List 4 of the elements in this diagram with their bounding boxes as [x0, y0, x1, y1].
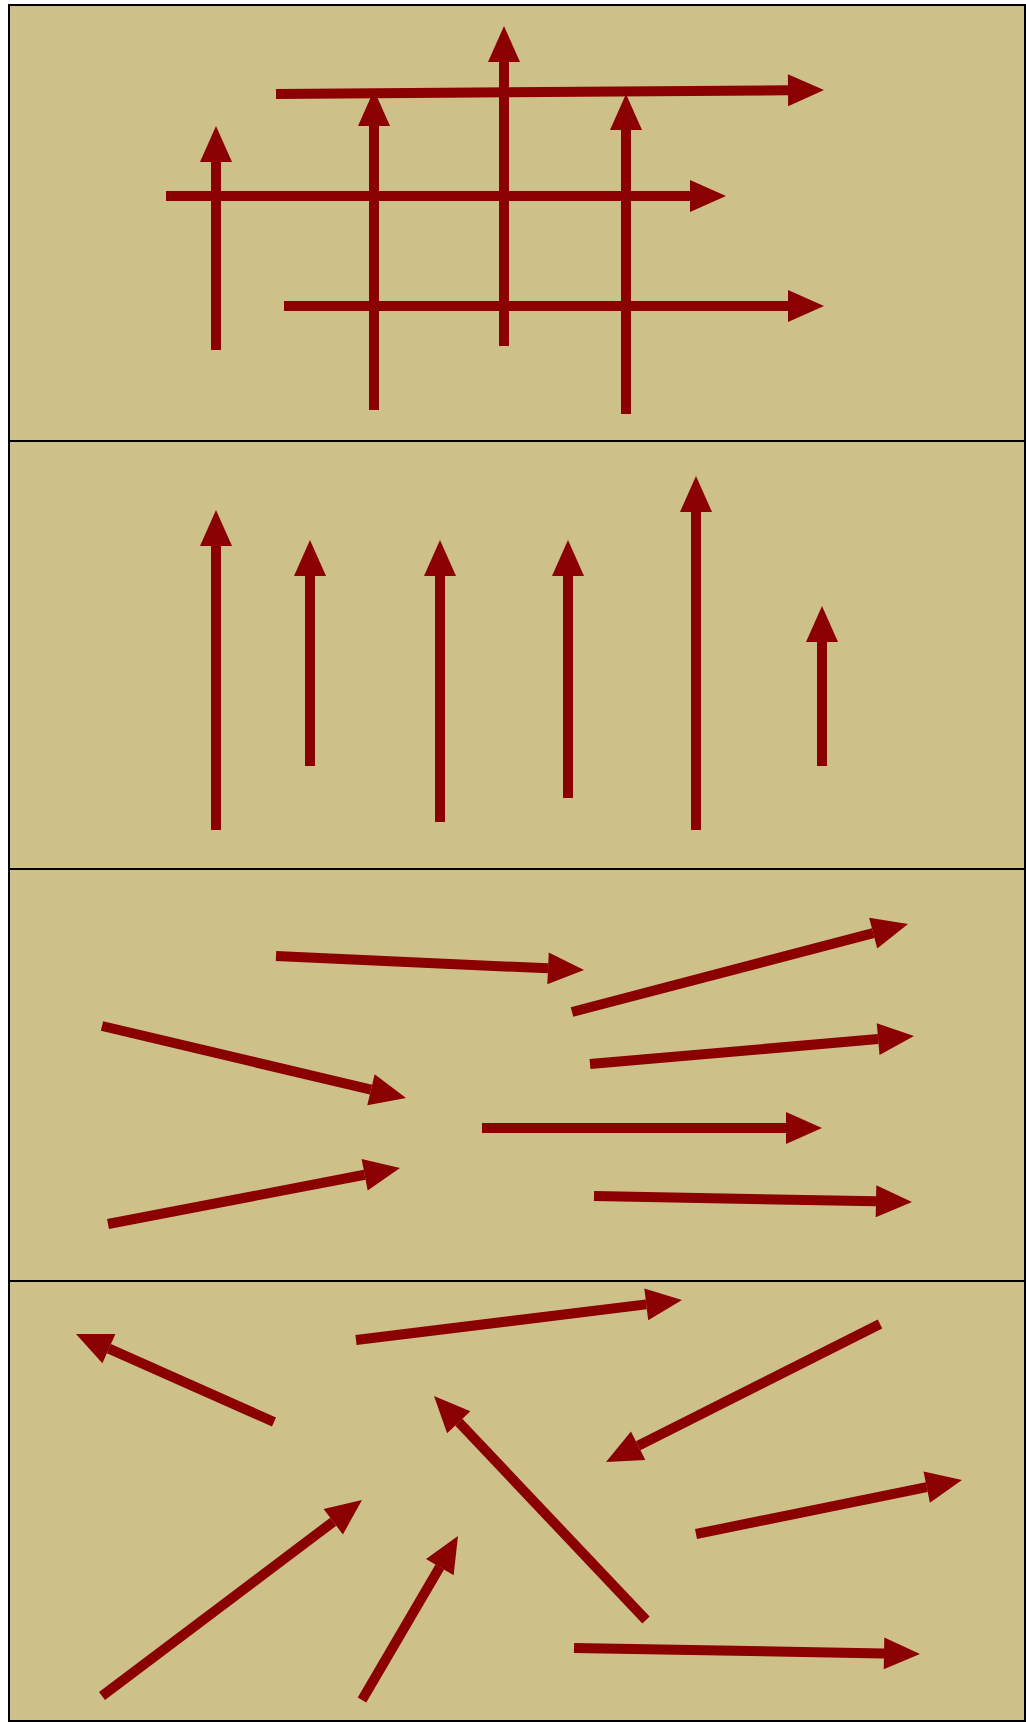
panel-background [8, 868, 1026, 1282]
panel-background [8, 4, 1026, 444]
panel-background [8, 1280, 1026, 1722]
panel-background [8, 440, 1026, 870]
